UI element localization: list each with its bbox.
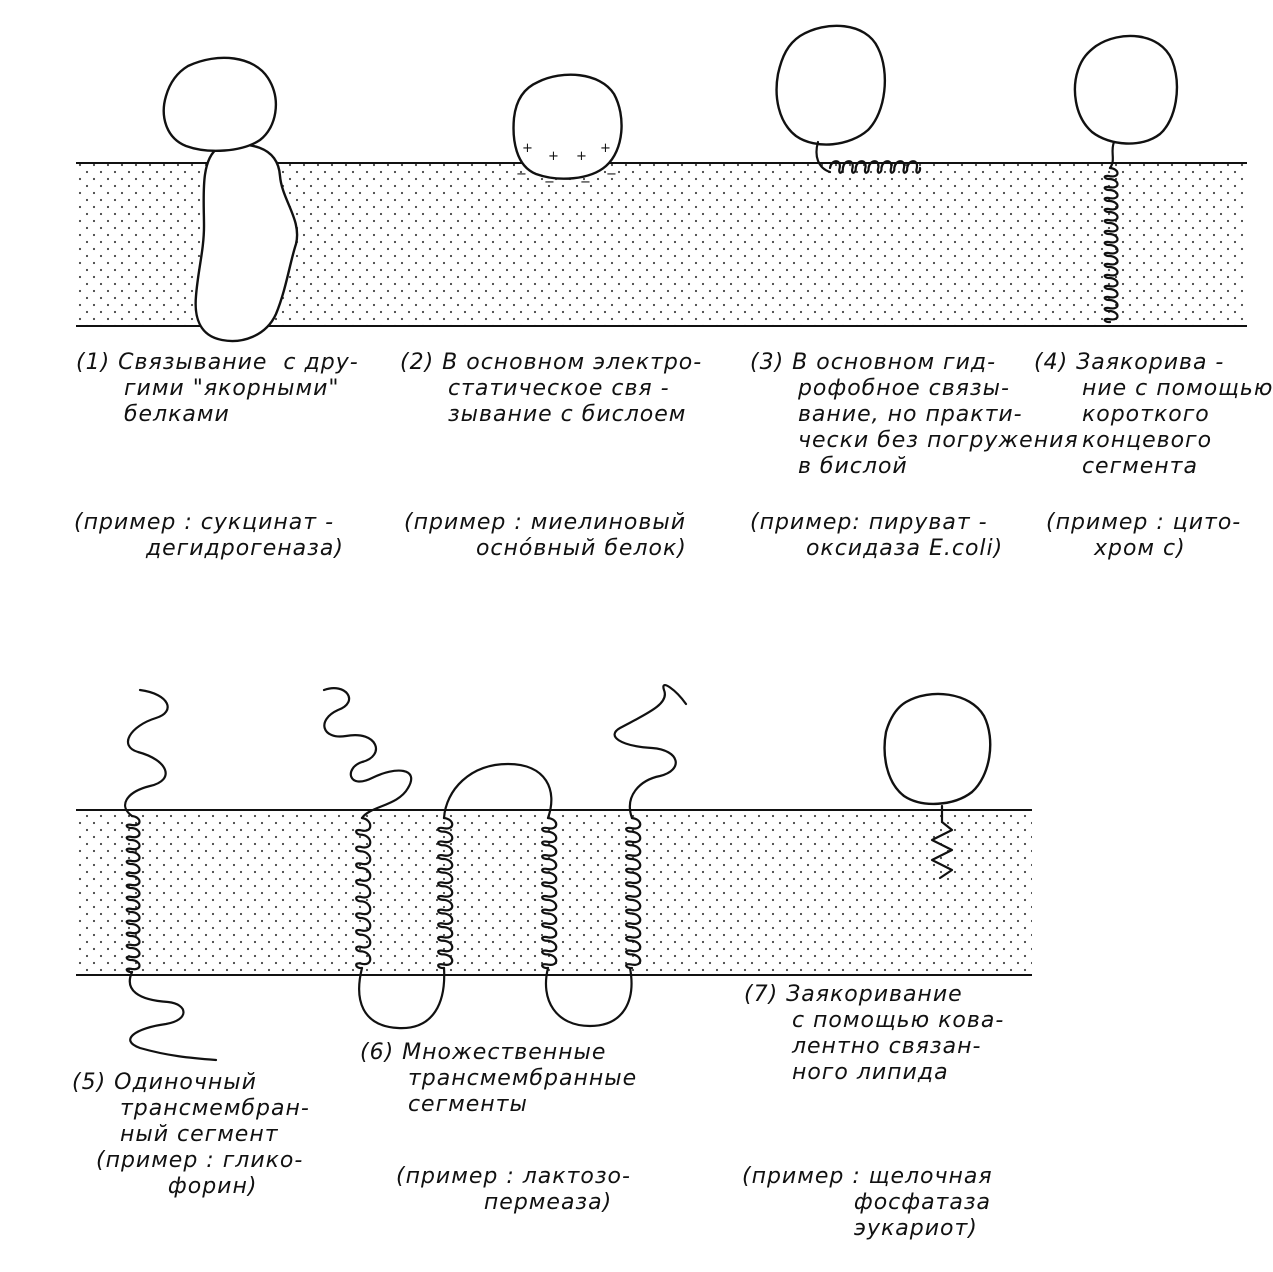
transmembrane-helix-4 <box>625 816 642 970</box>
transmembrane-helix-1 <box>355 816 372 970</box>
protein-5-single-tm <box>124 688 218 1062</box>
caption-6: (6) Множественные трансмембранные сегмен… <box>360 1040 638 1117</box>
caption-6-example: (пример : лактозо- пермеаза) <box>396 1164 631 1215</box>
transmembrane-helix-3 <box>541 816 558 970</box>
c-terminal-tail <box>613 684 688 820</box>
n-terminal-tail <box>322 687 413 820</box>
extracellular-loop <box>442 762 553 820</box>
protein-3-hydrophobic <box>775 24 922 174</box>
positive-charge: + <box>522 141 533 156</box>
protein-6-multi-tm <box>322 684 688 1030</box>
surface-helix-coils <box>828 160 922 174</box>
negative-charge: − <box>580 175 591 190</box>
membrane-protein-diagram: + + + + − − − − <box>76 24 1247 1062</box>
negative-charge: − <box>516 167 527 182</box>
caption-1-example: (пример : сукцинат - дегидрогеназа) <box>74 510 344 561</box>
cytoplasmic-tail <box>128 970 218 1062</box>
bottom-membrane <box>76 809 1032 976</box>
protein-2-electrostatic: + + + + − − − − <box>512 73 623 190</box>
caption-4: (4) Заякорива - ние с помощью короткого … <box>1034 350 1273 479</box>
caption-2: (2) В основном электро- статическое свя … <box>400 350 703 427</box>
caption-3: (3) В основном гид- рофобное связы- вани… <box>750 350 1079 479</box>
positive-charge: + <box>600 141 611 156</box>
lipid-zigzag-icon <box>930 820 954 880</box>
positive-charge: + <box>576 149 587 164</box>
caption-2-example: (пример : миелиновый осно́вный белок) <box>404 510 687 561</box>
extracellular-tail <box>124 688 169 818</box>
transmembrane-helix <box>125 814 141 974</box>
caption-3-example: (пример: пируват - оксидаза E.coli) <box>750 510 1004 561</box>
anchor-protein <box>194 143 299 343</box>
caption-5: (5) Одиночный трансмембран- ный сегмент … <box>72 1070 310 1199</box>
caption-4-example: (пример : цито- хром с) <box>1046 510 1242 561</box>
caption-7-example: (пример : щелочная фосфатаза эукариот) <box>742 1164 993 1241</box>
protein-7-lipid-anchor <box>883 692 992 880</box>
negative-charge: − <box>606 167 617 182</box>
caption-7: (7) Заякоривание с помощью кова- лентно … <box>744 982 1005 1085</box>
positive-charge: + <box>548 149 559 164</box>
surface-helix <box>815 140 832 174</box>
protein-4-terminal-anchor <box>1073 34 1179 324</box>
transmembrane-helix-2 <box>437 816 454 970</box>
linker <box>1108 140 1116 170</box>
transmembrane-helix <box>1103 166 1119 324</box>
peripheral-protein-3 <box>775 24 887 146</box>
cytoplasmic-loop-1 <box>358 966 446 1030</box>
cytoplasmic-loop-2 <box>544 966 633 1028</box>
peripheral-protein-7 <box>883 692 992 806</box>
peripheral-protein-2 <box>512 73 623 180</box>
caption-1: (1) Связывание с дру- гими "якорными" бе… <box>76 350 359 427</box>
protein-1-anchor-complex <box>162 56 299 343</box>
negative-charge: − <box>544 175 555 190</box>
peripheral-protein-1 <box>162 56 277 152</box>
peripheral-protein-4 <box>1073 34 1179 145</box>
